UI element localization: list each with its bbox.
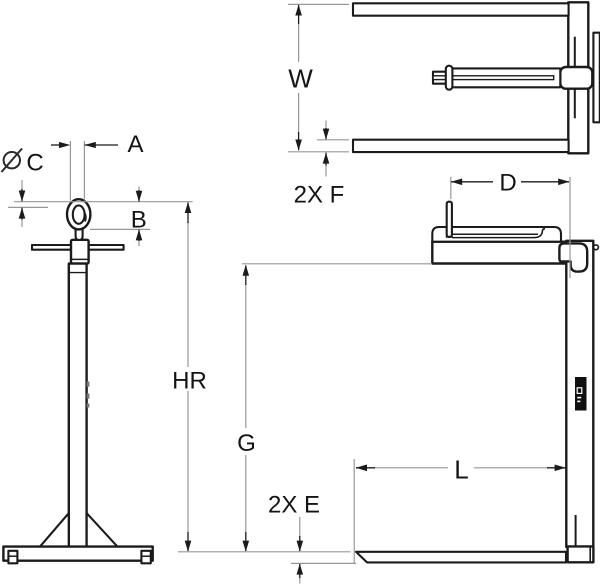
dimension-label-l: L	[454, 455, 468, 485]
arrowhead-l-right	[554, 464, 566, 472]
arrowhead-w-up	[295, 4, 302, 16]
column-tab-2	[86, 393, 90, 399]
arrowhead-a-left	[59, 141, 71, 149]
arrowhead-w-down	[295, 139, 302, 151]
arrowhead-g-up	[242, 264, 250, 276]
warning-tag-text-mark-2	[577, 400, 581, 403]
handle-crossbar-pin	[444, 64, 454, 91]
lifting-ring-inner	[71, 204, 86, 225]
base-foot-right	[140, 549, 152, 565]
fork-top-view	[351, 1, 600, 155]
stand-front-view	[2, 197, 154, 565]
arrowhead-b-up	[135, 229, 143, 241]
gusset-left	[38, 512, 70, 548]
arrowhead-g-down	[242, 540, 250, 552]
base-foot-left	[7, 549, 19, 565]
lock-pin-side	[445, 200, 453, 238]
gusset-right	[85, 512, 119, 548]
dimension-label-w: W	[288, 64, 313, 94]
arrowhead-d-right	[558, 178, 570, 186]
fork-blade-side	[354, 550, 568, 564]
arrowhead-e-down	[296, 540, 304, 552]
dimension-annotations: A C B W 2X F D HR G L 2X E	[0, 3, 571, 584]
handle-rod-hook	[533, 227, 546, 239]
head-body	[431, 240, 569, 265]
column-tab-1	[86, 381, 90, 387]
arrowhead-hr-up	[184, 202, 192, 213]
handle-clamp-block	[559, 65, 594, 90]
dimension-label-e: 2X E	[268, 492, 320, 519]
base-plate	[2, 545, 154, 562]
arrowhead-e-up	[296, 563, 304, 575]
handle-rod-slot	[432, 75, 555, 81]
bracket-pin-dot	[592, 244, 600, 251]
arrowhead-hr-down	[184, 540, 192, 552]
arrowhead-a-right	[84, 141, 96, 149]
arrowhead-f-up	[322, 152, 330, 164]
diameter-symbol-icon	[0, 147, 23, 173]
arrowhead-d-left	[451, 178, 463, 186]
ring-connector	[74, 228, 84, 242]
arrowhead-f-down	[322, 128, 330, 140]
corner-hook-bracket	[558, 242, 589, 273]
arrowhead-b-down	[135, 190, 143, 202]
diameter-symbol-slash	[0, 147, 23, 173]
arrowhead-c-down	[18, 190, 26, 202]
dimension-label-b: B	[131, 207, 147, 234]
arrowhead-c-up	[18, 207, 26, 219]
diameter-symbol-circle	[2, 151, 21, 170]
heel-block	[566, 545, 595, 564]
dimension-label-c: C	[26, 150, 43, 177]
dimension-label-g: G	[237, 430, 256, 457]
stand-column	[67, 262, 88, 549]
column-tab-3	[86, 403, 90, 408]
rear-plate	[592, 31, 600, 124]
dimension-label-a: A	[127, 131, 143, 158]
warning-tag-text-mark-1	[577, 396, 582, 399]
dimension-label-hr: HR	[172, 368, 207, 395]
fork-tine-top	[351, 2, 570, 17]
fork-side-view	[354, 200, 600, 564]
dimension-label-d: D	[499, 170, 516, 197]
ring-weld-notch	[83, 212, 87, 222]
arrowhead-l-left	[355, 464, 367, 472]
warning-tag-box	[576, 387, 583, 394]
dimension-label-f: 2X F	[294, 182, 345, 209]
fork-tine-bottom	[351, 138, 570, 154]
